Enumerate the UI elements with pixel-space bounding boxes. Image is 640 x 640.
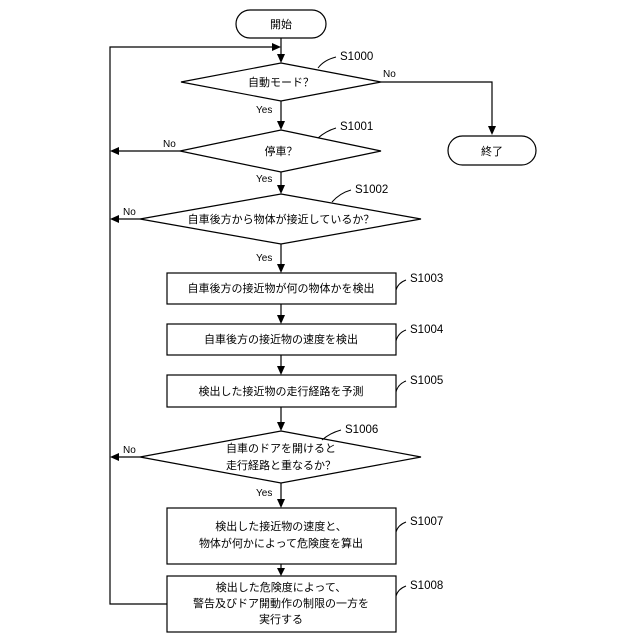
- process-s1008: 検出した危険度によって、 警告及びドア開動作の制限の一方を 実行する: [167, 576, 396, 632]
- arrowhead: [277, 185, 285, 194]
- process-s1003: 自車後方の接近物が何の物体かを検出: [167, 273, 396, 304]
- step-label-s1000: S1000: [340, 51, 373, 63]
- leader-s1000: [318, 57, 336, 68]
- arrowhead: [110, 215, 119, 223]
- end-terminal: 終了: [448, 136, 536, 165]
- leader-s1003: [396, 280, 406, 290]
- process-s1008-text-line-1: 検出した危険度によって、: [216, 580, 347, 594]
- arrowhead: [277, 499, 285, 508]
- arrowhead: [277, 315, 285, 324]
- process-s1004-text: 自車後方の接近物の速度を検出: [204, 332, 358, 346]
- process-s1008-text-line-3: 実行する: [259, 612, 303, 626]
- process-s1008-text-line-2: 警告及びドア開動作の制限の一方を: [193, 596, 369, 610]
- arrowhead: [110, 453, 119, 461]
- arrowhead: [277, 568, 285, 576]
- connector-s1000-to-end: [381, 82, 492, 126]
- step-label-s1008: S1008: [410, 580, 443, 592]
- step-label-s1005: S1005: [410, 375, 443, 387]
- step-label-s1003: S1003: [410, 273, 443, 285]
- leader-s1004: [396, 330, 406, 341]
- arrowhead: [277, 264, 285, 273]
- step-label-s1001: S1001: [340, 121, 373, 133]
- start-label: 開始: [270, 17, 292, 31]
- arrowhead: [277, 366, 285, 375]
- leader-s1008: [396, 586, 406, 596]
- end-label: 終了: [481, 144, 503, 158]
- step-label-s1006: S1006: [345, 424, 378, 436]
- decision-s1000-text: 自動モード？: [248, 75, 314, 89]
- leader-s1007: [396, 522, 406, 532]
- arrowhead: [277, 121, 285, 130]
- arrowhead: [272, 43, 281, 51]
- no-label-s1001: No: [163, 139, 176, 150]
- leader-s1002: [332, 190, 351, 202]
- no-label-s1006: No: [123, 445, 136, 456]
- process-s1007-text-line-1: 検出した接近物の速度と、: [215, 519, 347, 533]
- leader-s1006: [322, 430, 341, 440]
- process-s1005: 検出した接近物の走行経路を予測: [167, 375, 396, 407]
- arrowhead: [110, 147, 119, 155]
- yes-label-s1001: Yes: [256, 174, 272, 185]
- decision-s1006: 自車のドアを開けると 走行経路と重なるか？: [140, 431, 421, 483]
- no-label-s1002: No: [123, 207, 136, 218]
- yes-label-s1000: Yes: [256, 105, 272, 116]
- step-label-s1007: S1007: [410, 516, 443, 528]
- process-s1007: 検出した接近物の速度と、 物体が何かによって危険度を算出: [167, 508, 396, 564]
- start-terminal: 開始: [236, 10, 326, 38]
- decision-s1002-text: 自車後方から物体が接近しているか？: [188, 212, 375, 226]
- leader-s1001: [318, 128, 336, 138]
- arrowhead: [277, 54, 285, 63]
- decision-s1002: 自車後方から物体が接近しているか？: [140, 194, 421, 244]
- arrowhead: [488, 126, 496, 135]
- process-s1007-text-line-2: 物体が何かによって危険度を算出: [199, 536, 363, 550]
- process-s1003-text: 自車後方の接近物が何の物体かを検出: [188, 281, 375, 295]
- arrowhead: [277, 422, 285, 431]
- decision-s1006-text-line-2: 走行経路と重なるか？: [226, 458, 336, 472]
- step-label-s1002: S1002: [355, 184, 388, 196]
- process-s1004: 自車後方の接近物の速度を検出: [167, 324, 396, 355]
- process-s1005-text: 検出した接近物の走行経路を予測: [199, 384, 364, 398]
- decision-s1001: 停車？: [180, 130, 381, 172]
- leader-s1005: [396, 381, 406, 392]
- no-label-s1000: No: [383, 69, 396, 80]
- decision-s1001-text: 停車？: [265, 144, 298, 158]
- yes-label-s1002: Yes: [256, 253, 272, 264]
- decision-s1000: 自動モード？: [181, 63, 381, 101]
- step-label-s1004: S1004: [410, 324, 444, 336]
- yes-label-s1006: Yes: [256, 488, 272, 499]
- decision-s1006-text-line-1: 自車のドアを開けると: [226, 441, 336, 455]
